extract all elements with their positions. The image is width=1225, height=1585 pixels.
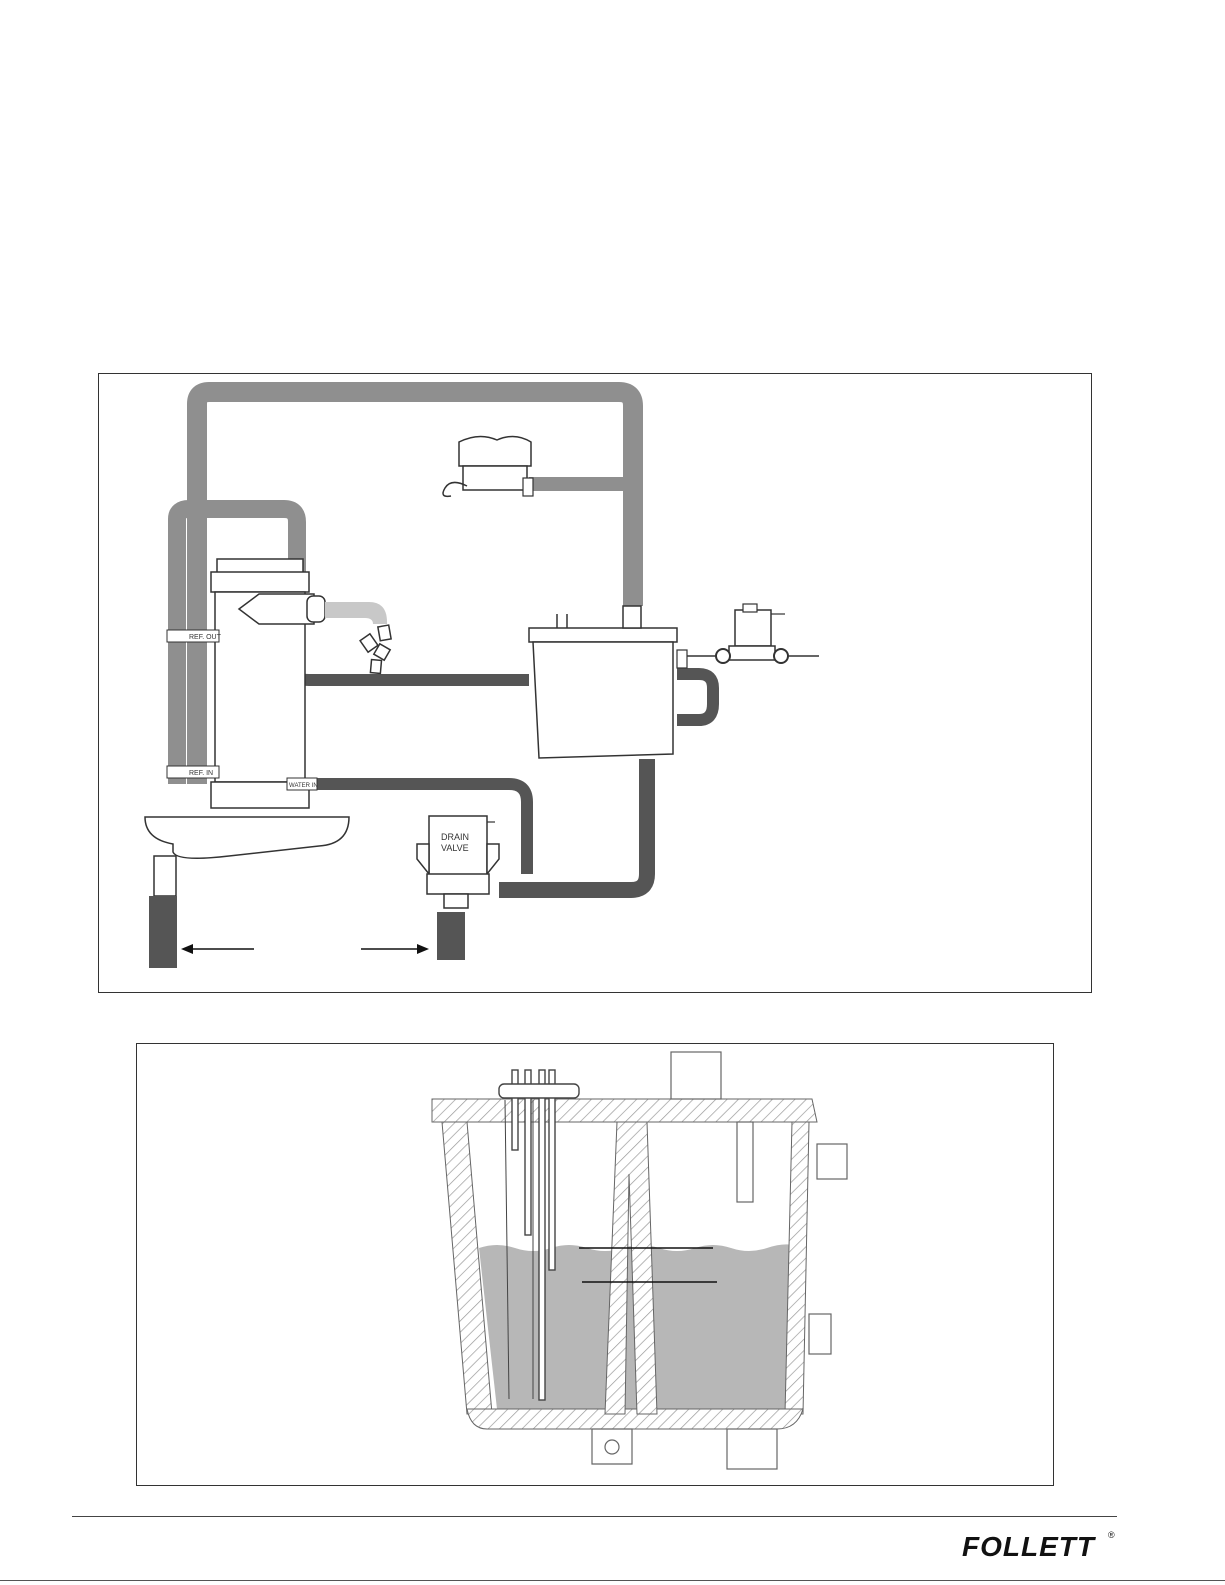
gearmotor-base: [145, 817, 349, 968]
drain-valve-label-line1: DRAIN: [441, 832, 469, 842]
drain-arrow-right: [361, 944, 429, 954]
top-port: [671, 1052, 721, 1099]
float-vent: [443, 436, 533, 496]
water-in-tag: WATER IN: [287, 778, 318, 790]
overflow-loop-tube: [677, 674, 713, 720]
follett-logo: FOLLETT ®: [960, 1526, 1120, 1566]
reservoir-lid: [432, 1099, 817, 1122]
reservoir-right-wall: [785, 1122, 809, 1414]
drain-outlet: [727, 1429, 777, 1469]
footer-rule: [72, 1516, 1117, 1517]
drain-valve-label-line2: VALVE: [441, 843, 469, 853]
drain-valve: DRAIN VALVE: [417, 816, 499, 960]
side-port-upper: [817, 1144, 847, 1179]
flow-diagram-panel: REF. OUT REF. IN WATER IN DRAIN VALVE: [98, 373, 1092, 993]
ref-out-tag: REF. OUT: [167, 630, 222, 642]
registered-mark: ®: [1108, 1530, 1115, 1540]
ref-out-label: REF. OUT: [189, 634, 222, 641]
reservoir-bottom: [467, 1409, 803, 1429]
reservoir-cross-section: [137, 1044, 1055, 1487]
reservoir-cross-section-panel: [136, 1043, 1054, 1486]
reservoir: [529, 606, 687, 758]
water-feed-tube: [291, 614, 529, 680]
ref-in-label: REF. IN: [189, 770, 213, 777]
side-port-lower: [809, 1314, 831, 1354]
bottom-rule: [0, 1580, 1225, 1581]
water-in-label: WATER IN: [289, 783, 318, 789]
logo-text: FOLLETT: [962, 1531, 1097, 1562]
inlet-solenoid-valve: [687, 604, 819, 663]
flow-diagram: REF. OUT REF. IN WATER IN DRAIN VALVE: [99, 374, 1093, 994]
drain-arrow-left: [181, 944, 254, 954]
vent-stem: [737, 1122, 753, 1202]
ice-cubes-icon: [360, 625, 391, 673]
ref-in-tag: REF. IN: [167, 766, 219, 778]
